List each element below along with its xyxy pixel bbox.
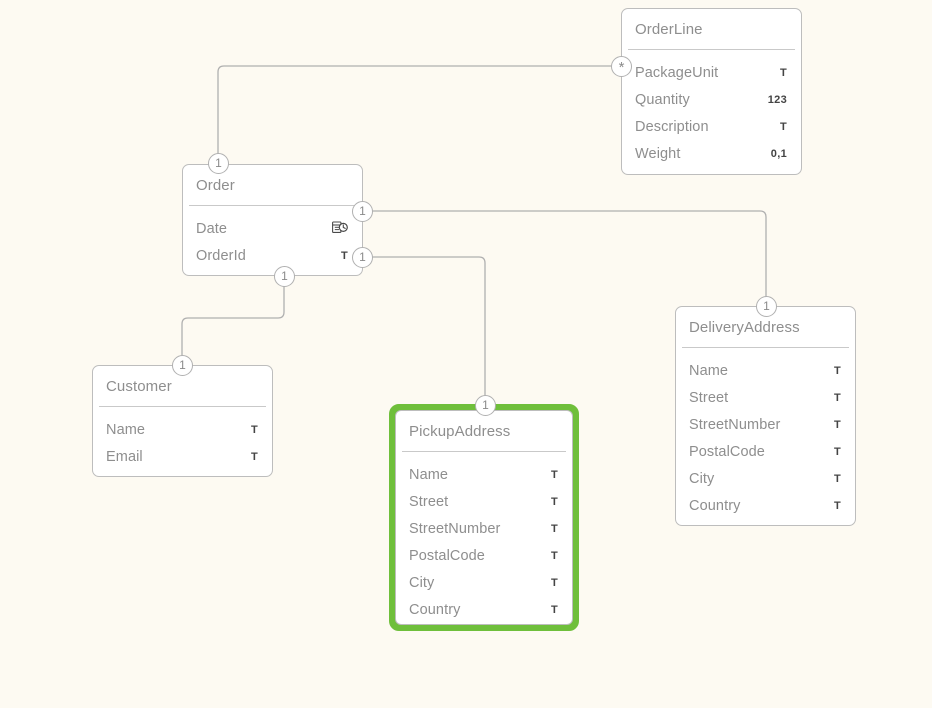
attribute-name: Quantity <box>635 91 690 108</box>
attribute-row[interactable]: Email T <box>93 443 272 470</box>
attribute-name: Street <box>689 389 729 406</box>
attribute-type-text: T <box>550 576 558 589</box>
attribute-row[interactable]: City T <box>396 569 572 596</box>
entity-header-divider <box>628 49 795 50</box>
attribute-type-text: T <box>833 499 841 512</box>
attribute-name: City <box>409 574 435 591</box>
attribute-type-text: T <box>833 364 841 377</box>
attribute-row[interactable]: PostalCode T <box>396 542 572 569</box>
attribute-row[interactable]: StreetNumber T <box>396 515 572 542</box>
attribute-name: City <box>689 470 715 487</box>
entity-title-order[interactable]: Order <box>196 177 235 194</box>
attribute-type-text: T <box>833 445 841 458</box>
cardinality-marker-m-order-right-bottom[interactable]: 1 <box>352 247 373 268</box>
attribute-row[interactable]: Country T <box>676 492 855 519</box>
entity-title-orderline[interactable]: OrderLine <box>635 21 703 38</box>
attribute-type-text: T <box>779 66 787 79</box>
entity-header-divider <box>402 451 566 452</box>
entity-header-divider <box>189 205 356 206</box>
attribute-name: Name <box>106 421 146 438</box>
calendar-clock-icon <box>332 220 348 237</box>
attribute-type-text: T <box>833 472 841 485</box>
attribute-row[interactable]: Name T <box>676 357 855 384</box>
relationship-edge-order-orderline[interactable] <box>217 65 615 163</box>
cardinality-marker-m-deliveryaddress-top[interactable]: 1 <box>756 296 777 317</box>
attribute-type-text: T <box>779 120 787 133</box>
attribute-type-text: T <box>250 450 258 463</box>
attribute-name: Email <box>106 448 143 465</box>
attribute-type-text: T <box>250 423 258 436</box>
attribute-row[interactable]: PostalCode T <box>676 438 855 465</box>
attribute-type-text: T <box>550 495 558 508</box>
entity-title-pickupaddress[interactable]: PickupAddress <box>409 423 511 440</box>
attribute-row[interactable]: PackageUnit T <box>622 59 801 86</box>
attribute-type-text: T <box>550 549 558 562</box>
entity-header-divider <box>99 406 266 407</box>
attribute-row[interactable]: City T <box>676 465 855 492</box>
attribute-name: Country <box>409 601 461 618</box>
attribute-type-integer: 123 <box>767 93 787 106</box>
attribute-name: Name <box>689 362 729 379</box>
cardinality-marker-m-customer-top[interactable]: 1 <box>172 355 193 376</box>
attribute-row[interactable]: Date <box>183 215 362 242</box>
cardinality-marker-m-pickupaddress-top[interactable]: 1 <box>475 395 496 416</box>
attribute-type-text: T <box>550 468 558 481</box>
attribute-name: Country <box>689 497 741 514</box>
attribute-name: PackageUnit <box>635 64 719 81</box>
attribute-type-text: T <box>833 418 841 431</box>
attribute-row[interactable]: Street T <box>676 384 855 411</box>
attribute-name: PostalCode <box>409 547 485 564</box>
calendar-clock-icon <box>332 220 348 233</box>
attribute-row[interactable]: Country T <box>396 596 572 623</box>
attribute-row[interactable]: Quantity 123 <box>622 86 801 113</box>
cardinality-marker-m-orderline-star[interactable]: * <box>611 56 632 77</box>
attribute-type-text: T <box>340 249 348 262</box>
attribute-name: PostalCode <box>689 443 765 460</box>
relationship-edge-order-deliveryaddress[interactable] <box>372 210 767 300</box>
attribute-row[interactable]: Weight 0,1 <box>622 140 801 167</box>
cardinality-marker-m-order-right-top[interactable]: 1 <box>352 201 373 222</box>
entity-title-deliveryaddress[interactable]: DeliveryAddress <box>689 319 800 336</box>
attribute-name: StreetNumber <box>409 520 501 537</box>
attribute-name: Date <box>196 220 228 237</box>
attribute-name: Street <box>409 493 449 510</box>
attribute-row[interactable]: Description T <box>622 113 801 140</box>
attribute-row[interactable]: OrderId T <box>183 242 362 269</box>
attribute-type-decimal: 0,1 <box>770 147 787 160</box>
cardinality-marker-m-order-bottom[interactable]: 1 <box>274 266 295 287</box>
cardinality-marker-m-order-top[interactable]: 1 <box>208 153 229 174</box>
attribute-row[interactable]: StreetNumber T <box>676 411 855 438</box>
attribute-row[interactable]: Street T <box>396 488 572 515</box>
entity-title-customer[interactable]: Customer <box>106 378 172 395</box>
attribute-name: OrderId <box>196 247 246 264</box>
attribute-name: Name <box>409 466 449 483</box>
attribute-row[interactable]: Name T <box>396 461 572 488</box>
attribute-name: StreetNumber <box>689 416 781 433</box>
attribute-row[interactable]: Name T <box>93 416 272 443</box>
attribute-type-text: T <box>550 603 558 616</box>
attribute-name: Description <box>635 118 709 135</box>
entity-header-divider <box>682 347 849 348</box>
relationship-edge-order-customer[interactable] <box>181 286 285 359</box>
attribute-type-text: T <box>833 391 841 404</box>
attribute-type-text: T <box>550 522 558 535</box>
attribute-name: Weight <box>635 145 681 162</box>
relationship-edge-order-pickupaddress[interactable] <box>372 256 486 398</box>
